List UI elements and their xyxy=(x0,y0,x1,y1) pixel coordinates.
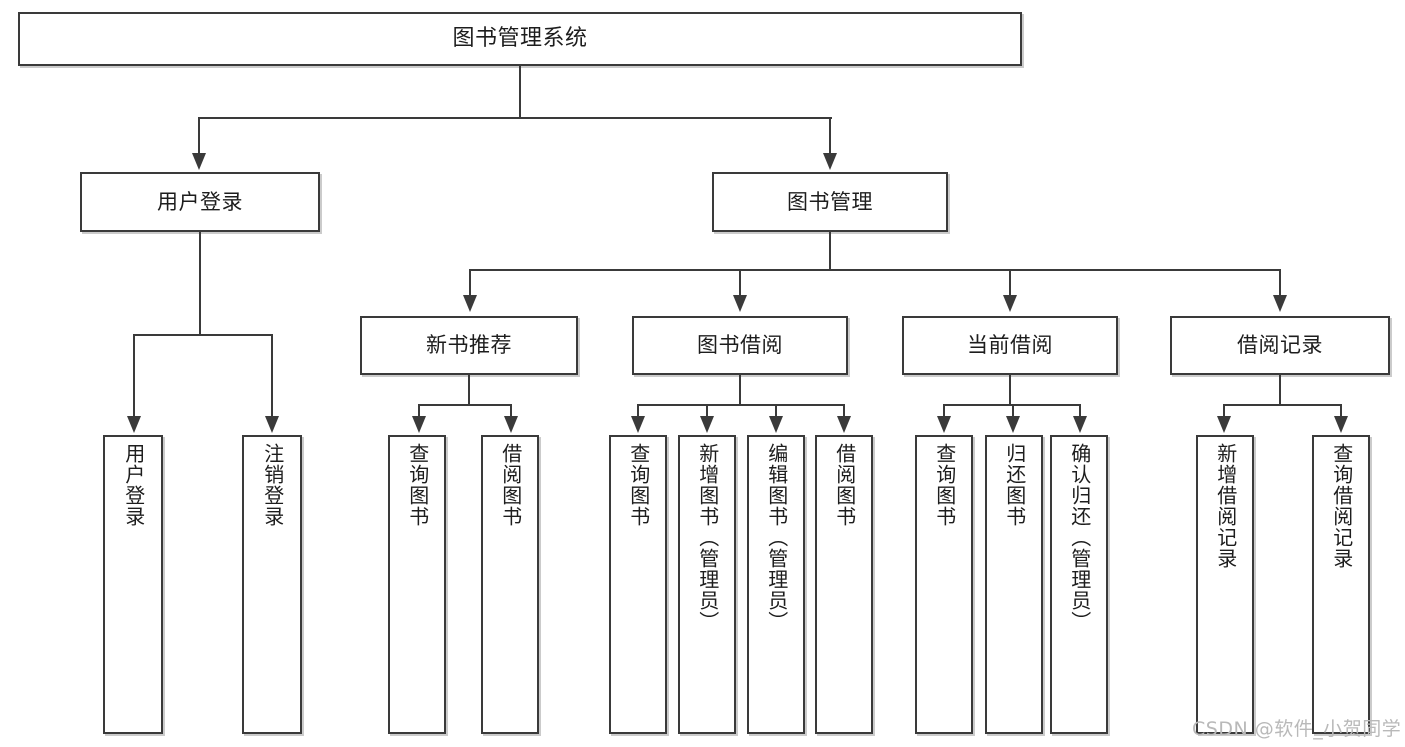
node-label: 借阅图书 xyxy=(832,443,857,527)
connector-drop-leaf-logout xyxy=(271,334,273,418)
arrowhead-br-add xyxy=(1217,416,1231,433)
node-label: 图书借阅 xyxy=(697,333,783,358)
connector-drop-book-borrow xyxy=(739,269,741,297)
arrowhead-br-query xyxy=(1334,416,1348,433)
arrowhead-leaf-user-login xyxy=(127,416,141,433)
connector-user-login-stem xyxy=(199,232,201,335)
node-label: 图书管理 xyxy=(787,189,873,214)
arrowhead-current-borrow xyxy=(1003,295,1017,312)
connector-drop-bb-query xyxy=(637,404,639,418)
connector-borrow-record-stem xyxy=(1279,375,1281,405)
connector-drop-nb-query xyxy=(418,404,420,418)
arrowhead-user-login xyxy=(192,153,206,170)
node-label: 当前借阅 xyxy=(967,333,1053,358)
node-label: 归还图书 xyxy=(1002,443,1027,527)
arrowhead-bb-borrow xyxy=(837,416,851,433)
node-label: 新增图书（管理员） xyxy=(695,443,720,632)
connector-drop-bb-borrow xyxy=(843,404,845,418)
connector-drop-user-login xyxy=(198,117,200,155)
node-label: 图书管理系统 xyxy=(452,26,588,52)
node-label: 新增借阅记录 xyxy=(1213,443,1238,569)
connector-new-book-bus xyxy=(418,404,511,406)
connector-drop-br-add xyxy=(1223,404,1225,418)
connector-drop-current-borrow xyxy=(1009,269,1011,297)
leaf-bb-borrow-book[interactable]: 借阅图书 xyxy=(815,435,873,734)
connector-level1-bus xyxy=(198,117,832,119)
connector-drop-new-book xyxy=(469,269,471,297)
arrowhead-bb-edit xyxy=(769,416,783,433)
node-label: 新书推荐 xyxy=(426,333,512,358)
connector-level3-bus xyxy=(469,269,1281,271)
leaf-cb-query-book[interactable]: 查询图书 xyxy=(915,435,973,734)
leaf-cb-confirm-return[interactable]: 确认归还（管理员） xyxy=(1050,435,1108,734)
connector-drop-nb-borrow xyxy=(510,404,512,418)
connector-current-borrow-stem xyxy=(1009,375,1011,405)
arrowhead-nb-query xyxy=(412,416,426,433)
connector-borrow-record-bus xyxy=(1223,404,1341,406)
node-label: 用户登录 xyxy=(157,189,243,214)
leaf-nb-borrow-book[interactable]: 借阅图书 xyxy=(481,435,539,734)
leaf-bb-query-book[interactable]: 查询图书 xyxy=(609,435,667,734)
node-label: 确认归还（管理员） xyxy=(1067,443,1092,632)
leaf-br-query-record[interactable]: 查询借阅记录 xyxy=(1312,435,1370,734)
connector-drop-borrow-record xyxy=(1279,269,1281,297)
connector-book-manage-stem xyxy=(829,232,831,270)
connector-drop-book-manage xyxy=(829,117,831,155)
node-label: 查询图书 xyxy=(932,443,957,527)
arrowhead-cb-query xyxy=(937,416,951,433)
connector-new-book-stem xyxy=(468,375,470,405)
leaf-br-add-record[interactable]: 新增借阅记录 xyxy=(1196,435,1254,734)
node-borrow-record[interactable]: 借阅记录 xyxy=(1170,316,1390,375)
connector-book-borrow-stem xyxy=(739,375,741,405)
connector-drop-bb-edit xyxy=(775,404,777,418)
arrowhead-nb-borrow xyxy=(504,416,518,433)
leaf-bb-edit-book[interactable]: 编辑图书（管理员） xyxy=(747,435,805,734)
node-book-management[interactable]: 图书管理 xyxy=(712,172,948,232)
node-label: 借阅记录 xyxy=(1237,333,1323,358)
leaf-bb-add-book[interactable]: 新增图书（管理员） xyxy=(678,435,736,734)
node-label: 查询图书 xyxy=(626,443,651,527)
node-label: 注销登录 xyxy=(260,443,285,527)
node-label: 借阅图书 xyxy=(498,443,523,527)
arrowhead-cb-confirm xyxy=(1073,416,1087,433)
node-label: 编辑图书（管理员） xyxy=(764,443,789,632)
connector-drop-cb-confirm xyxy=(1079,404,1081,418)
connector-user-login-bus xyxy=(133,334,272,336)
arrowhead-book-borrow xyxy=(733,295,747,312)
connector-drop-bb-add xyxy=(706,404,708,418)
connector-drop-br-query xyxy=(1340,404,1342,418)
leaf-cb-return-book[interactable]: 归还图书 xyxy=(985,435,1043,734)
connector-current-borrow-bus xyxy=(943,404,1080,406)
connector-root-stem xyxy=(519,66,521,118)
leaf-logout[interactable]: 注销登录 xyxy=(242,435,302,734)
leaf-nb-query-book[interactable]: 查询图书 xyxy=(388,435,446,734)
node-book-borrow[interactable]: 图书借阅 xyxy=(632,316,848,375)
arrowhead-new-book xyxy=(463,295,477,312)
node-user-login[interactable]: 用户登录 xyxy=(80,172,320,232)
arrowhead-cb-return xyxy=(1006,416,1020,433)
node-label: 查询图书 xyxy=(405,443,430,527)
node-root-system[interactable]: 图书管理系统 xyxy=(18,12,1022,66)
node-current-borrow[interactable]: 当前借阅 xyxy=(902,316,1118,375)
arrowhead-book-manage xyxy=(823,153,837,170)
connector-drop-leaf-user-login xyxy=(133,334,135,418)
connector-drop-cb-return xyxy=(1012,404,1014,418)
connector-book-borrow-bus xyxy=(637,404,844,406)
arrowhead-bb-add xyxy=(700,416,714,433)
connector-drop-cb-query xyxy=(943,404,945,418)
leaf-user-login[interactable]: 用户登录 xyxy=(103,435,163,734)
node-label: 查询借阅记录 xyxy=(1329,443,1354,569)
arrowhead-bb-query xyxy=(631,416,645,433)
node-label: 用户登录 xyxy=(121,443,146,527)
arrowhead-borrow-record xyxy=(1273,295,1287,312)
arrowhead-leaf-logout xyxy=(265,416,279,433)
node-new-book-recommend[interactable]: 新书推荐 xyxy=(360,316,578,375)
